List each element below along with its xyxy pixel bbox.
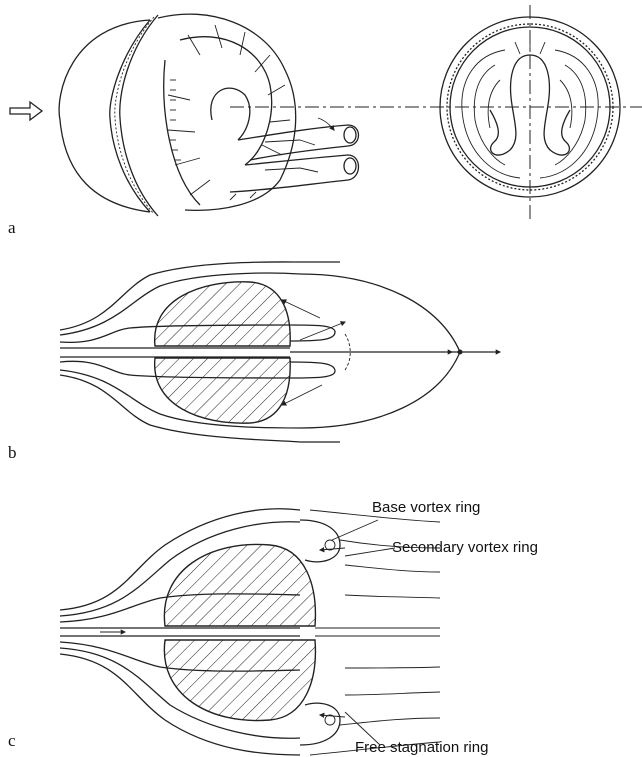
cross-section-view bbox=[440, 5, 620, 220]
panel-b-label: b bbox=[8, 443, 17, 462]
sphere-body-c bbox=[164, 544, 315, 626]
sphere-belt-ring bbox=[110, 20, 150, 212]
inflow-arrow-icon bbox=[10, 102, 42, 120]
annotation-secondary-vortex-ring: Secondary vortex ring bbox=[392, 539, 538, 556]
vortex-spiral-outer bbox=[158, 14, 296, 210]
panel-c: Base vortex ring Secondary vortex ring F… bbox=[8, 499, 538, 756]
annotation-base-vortex-ring: Base vortex ring bbox=[372, 499, 480, 516]
annotation-free-stagnation-ring: Free stagnation ring bbox=[355, 739, 488, 756]
panel-a: a bbox=[8, 5, 642, 237]
panel-b: b bbox=[8, 262, 500, 462]
sphere-body-b bbox=[155, 282, 291, 346]
wake-envelope bbox=[300, 274, 460, 428]
panel-c-label: c bbox=[8, 731, 16, 750]
panel-a-label: a bbox=[8, 218, 16, 237]
